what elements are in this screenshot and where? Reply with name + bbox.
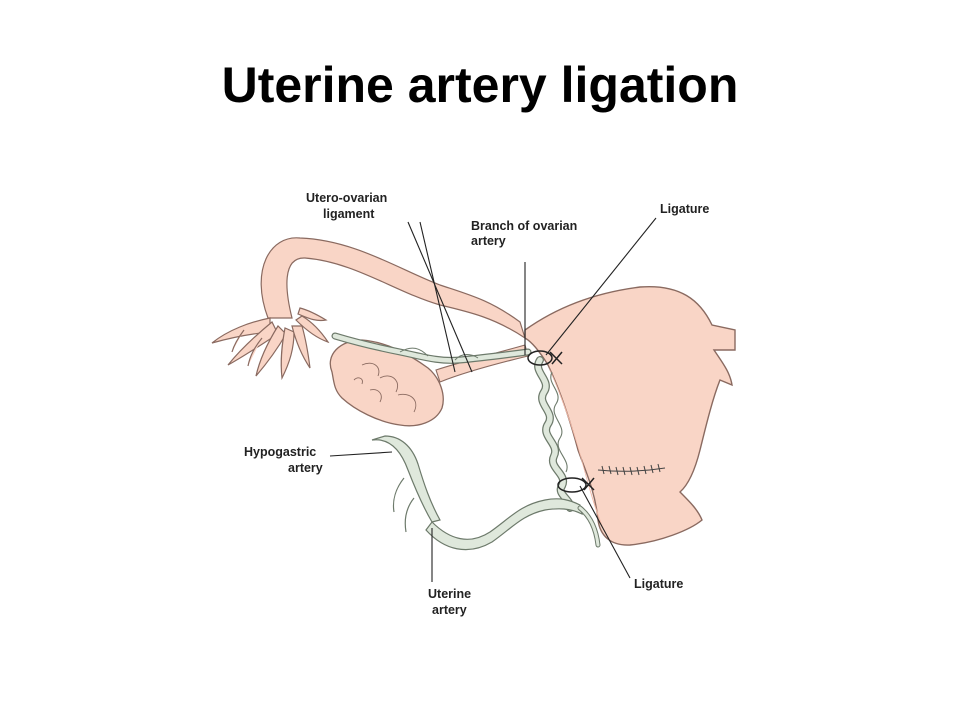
suture-line — [597, 463, 666, 476]
ovary-texture — [353, 362, 417, 413]
label-branch-ovarian-line1: Branch of ovarian — [471, 219, 577, 233]
label-utero-ovarian-line1: Utero-ovarian — [306, 191, 387, 205]
leader-hypogastric — [329, 451, 393, 457]
label-hypogastric-line2: artery — [288, 461, 323, 475]
fimbriae — [211, 307, 330, 381]
uterine-artery — [425, 498, 583, 551]
leader-utero-ovarian-2 — [419, 221, 456, 373]
fallopian-tube — [260, 237, 527, 340]
label-utero-ovarian-line2: ligament — [323, 207, 375, 221]
leader-ligature-top — [545, 217, 657, 356]
leader-ligature-bottom — [579, 485, 631, 579]
label-uterine-line2: artery — [432, 603, 467, 617]
leader-utero-ovarian — [407, 221, 473, 373]
label-branch-ovarian-line2: artery — [471, 234, 506, 248]
hypogastric-artery — [371, 435, 441, 523]
leader-lines — [329, 217, 657, 582]
ligature-bottom-loop — [557, 477, 595, 493]
label-ligature-top: Ligature — [660, 202, 709, 216]
label-ligature-bottom: Ligature — [634, 577, 683, 591]
ovary — [329, 339, 444, 427]
label-uterine-line1: Uterine — [428, 587, 471, 601]
ligature-top-loop — [527, 350, 563, 366]
uterus — [524, 285, 736, 546]
slide-title: Uterine artery ligation — [221, 57, 739, 113]
label-hypogastric-line1: Hypogastric — [244, 445, 316, 459]
